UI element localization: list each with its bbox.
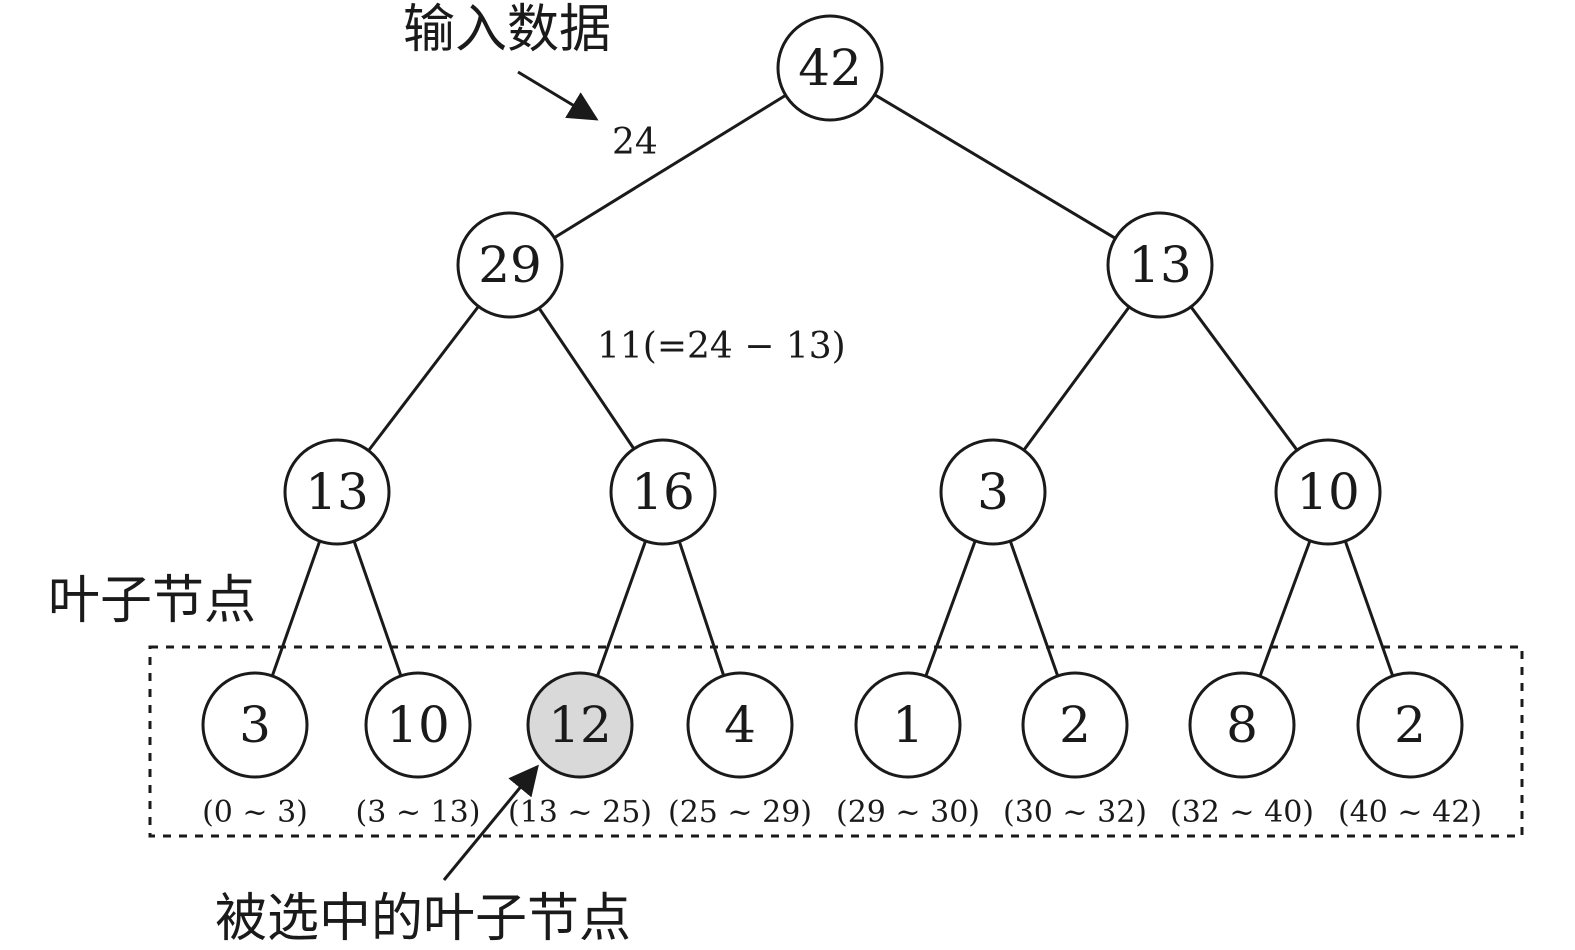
leaf-node-value: 8 (1226, 696, 1258, 754)
edge-level1-to-level2-3 (1189, 305, 1299, 452)
selected-leaf-arrow (442, 764, 539, 881)
input-data-arrow (517, 70, 599, 121)
leaf-node-value: 3 (239, 696, 271, 754)
leaf-range-label: (13 ~ 25) (508, 795, 652, 830)
root-node-circle (776, 14, 884, 122)
level1-node-circle (1106, 211, 1214, 319)
level2-node-circle (939, 438, 1047, 546)
level2-node-value: 16 (631, 463, 695, 521)
edge-level2-to-leaf-7 (1343, 540, 1395, 677)
root-node-value: 42 (798, 39, 862, 97)
leaf-node: 2 (1021, 671, 1129, 779)
leaf-node: 10 (364, 671, 472, 779)
leaf-node: 4 (686, 671, 794, 779)
leaf-node-circle (686, 671, 794, 779)
leaf-node-circle (1356, 671, 1464, 779)
leaf-range-label: (0 ~ 3) (202, 795, 308, 830)
selected-leaf-node-value: 12 (548, 696, 612, 754)
leaf-node-value: 1 (892, 696, 924, 754)
level1-node-value: 13 (1128, 236, 1192, 294)
edge-level2-to-leaf-3 (677, 540, 726, 677)
leaf-node-circle (364, 671, 472, 779)
leaf-node-value: 2 (1059, 696, 1091, 754)
leaf-node-circle (1021, 671, 1129, 779)
edge-level2-to-leaf-0 (270, 540, 322, 677)
selected-leaf-node-circle (526, 671, 634, 779)
leaf-node-value: 10 (386, 696, 450, 754)
level1-node-circle (456, 211, 564, 319)
leaf-node-circle (1188, 671, 1296, 779)
leaf-node-value: 2 (1394, 696, 1426, 754)
leaf-nodes-label: 叶子节点 (48, 571, 256, 631)
level2-node: 13 (283, 438, 391, 546)
leaf-node-circle (201, 671, 309, 779)
level2-node: 16 (609, 438, 717, 546)
leaf-range-label: (3 ~ 13) (356, 795, 481, 830)
leaf-range-label: (29 ~ 30) (836, 795, 980, 830)
level2-node: 3 (939, 438, 1047, 546)
input-value-label: 24 (612, 122, 658, 163)
level2-node-value: 10 (1296, 463, 1360, 521)
edge-root-to-level1-0 (553, 93, 787, 240)
edge-level1-to-level2-0 (367, 305, 480, 452)
level2-node: 10 (1274, 438, 1382, 546)
level1-node: 29 (456, 211, 564, 319)
level1-node-value: 29 (478, 236, 542, 294)
leaf-node: 8 (1188, 671, 1296, 779)
level2-node-circle (1274, 438, 1382, 546)
edge-level2-to-leaf-6 (1258, 540, 1312, 677)
selected-leaf-label: 被选中的叶子节点 (215, 889, 631, 949)
edge-level1-to-level2-1 (537, 307, 636, 450)
input-data-label: 输入数据 (403, 0, 611, 60)
leaf-range-label: (30 ~ 32) (1003, 795, 1147, 830)
leaf-range-labels: (0 ~ 3) (3 ~ 13) (13 ~ 25) (25 ~ 29) (29 ~ 3… (202, 795, 1482, 830)
edge-level2-to-leaf-4 (924, 540, 977, 677)
level2-node-circle (609, 438, 717, 546)
level2-node-circle (283, 438, 391, 546)
leaf-range-label: (40 ~ 42) (1338, 795, 1482, 830)
edge-level2-to-leaf-5 (1008, 540, 1060, 677)
edge-level1-to-level2-2 (1022, 305, 1131, 452)
level2-node-value: 3 (977, 463, 1009, 521)
leaf-node: 3 (201, 671, 309, 779)
root-node: 42 (776, 14, 884, 122)
level2-node-value: 13 (305, 463, 369, 521)
edge-level2-to-leaf-1 (352, 540, 403, 677)
tree-edges (270, 93, 1395, 677)
edge-root-to-level1-1 (873, 93, 1117, 240)
leaf-range-label: (32 ~ 40) (1170, 795, 1314, 830)
leaf-node: 1 (854, 671, 962, 779)
leaf-nodes-box (148, 645, 1524, 838)
remaining-value-note: 11(=24 − 13) (597, 326, 846, 367)
leaf-node-circle (854, 671, 962, 779)
leaf-range-label: (25 ~ 29) (668, 795, 812, 830)
leaf-node-value: 4 (724, 696, 756, 754)
selected-leaf-node: 12 (526, 671, 634, 779)
level1-node: 13 (1106, 211, 1214, 319)
edge-level2-to-leaf-2 (596, 540, 647, 677)
leaf-node: 2 (1356, 671, 1464, 779)
